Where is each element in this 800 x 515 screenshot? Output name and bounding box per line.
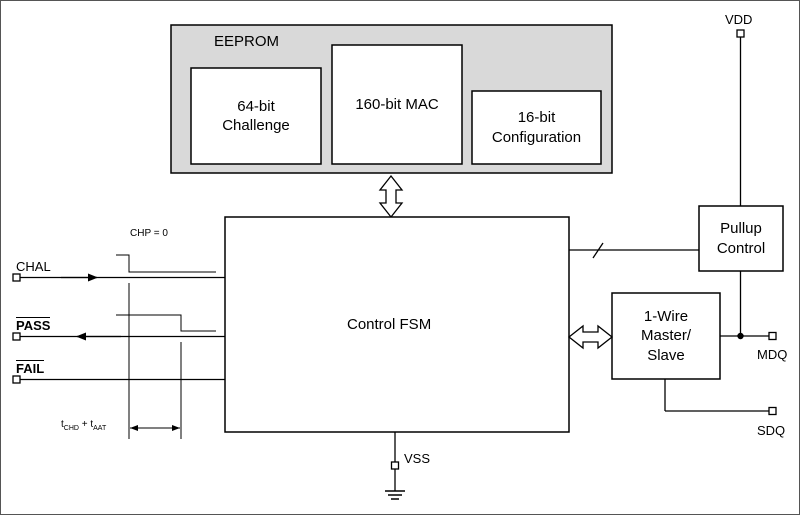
configuration-block bbox=[471, 90, 602, 165]
mac-label: 160-bit MAC bbox=[355, 95, 439, 113]
t-chd-symbol: t bbox=[61, 419, 64, 430]
onewire-block bbox=[611, 292, 721, 380]
eeprom-title: EEPROM bbox=[214, 33, 280, 50]
pullup-control-label: Pullup Control bbox=[716, 220, 766, 257]
t-aat-subscript: AAT bbox=[93, 425, 107, 432]
vdd-pin bbox=[736, 29, 745, 38]
t-chd-subscript: CHD bbox=[63, 425, 79, 432]
challenge-label: 64-bit Challenge bbox=[222, 97, 290, 135]
eeprom-fsm-bus-arrow bbox=[378, 174, 404, 219]
pass-pin bbox=[12, 332, 21, 341]
chp-label: CHP = 0 bbox=[130, 228, 168, 239]
sdq-pin bbox=[768, 406, 777, 416]
vss-pin bbox=[390, 461, 400, 470]
vss-label: VSS bbox=[404, 451, 431, 466]
chal-pin bbox=[12, 273, 21, 282]
timing-formula: tCHD + tAAT bbox=[61, 419, 107, 433]
bus-slash bbox=[592, 242, 604, 259]
control-fsm-block bbox=[224, 216, 570, 433]
pullup-control-block bbox=[698, 205, 784, 272]
mdq-junction bbox=[737, 332, 744, 340]
t-aat-symbol: + t bbox=[78, 419, 94, 430]
pass-waveform bbox=[116, 314, 216, 332]
fsm-onewire-bus-arrow bbox=[567, 324, 614, 350]
chal-waveform bbox=[116, 254, 216, 273]
challenge-block bbox=[190, 67, 322, 165]
sdq-label: SDQ bbox=[757, 423, 786, 438]
fail-label: FAIL bbox=[16, 360, 45, 376]
mdq-pin bbox=[768, 331, 777, 341]
control-fsm-label: Control FSM bbox=[347, 316, 432, 333]
mdq-label: MDQ bbox=[757, 347, 788, 362]
vdd-label: VDD bbox=[725, 12, 753, 27]
fail-pin bbox=[12, 375, 21, 384]
mac-block bbox=[331, 44, 463, 165]
chal-label: CHAL bbox=[16, 259, 51, 274]
configuration-label: 16-bit Configuration bbox=[491, 109, 582, 146]
onewire-label: 1-Wire Master/ Slave bbox=[640, 307, 691, 364]
pass-label: PASS bbox=[16, 317, 51, 333]
